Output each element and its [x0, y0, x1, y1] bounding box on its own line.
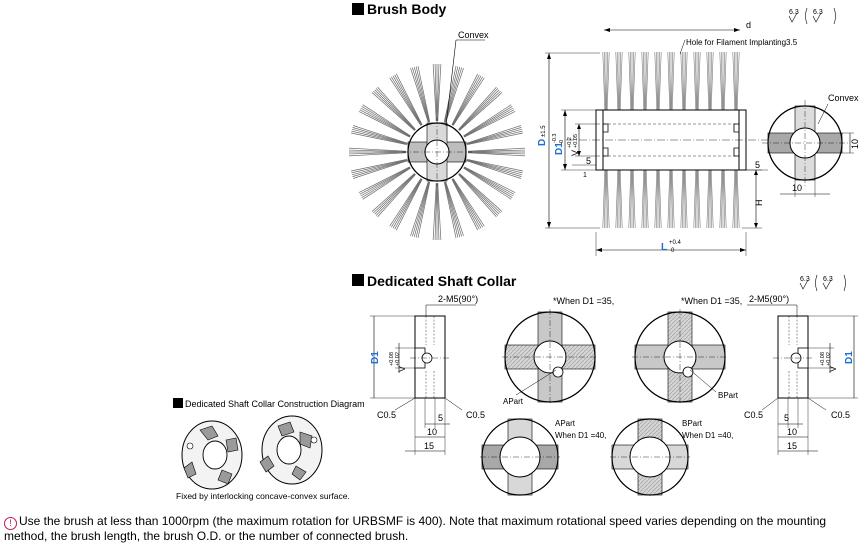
convex-label-right: Convex: [828, 93, 859, 103]
apart-label: APart: [503, 397, 524, 406]
collar-face-a-35: *When D1 =35, APart: [502, 296, 614, 406]
collar-surface-a: 6.3: [800, 276, 810, 283]
dim-V: V: [570, 150, 580, 156]
collar-dim-10-left: 10: [427, 427, 437, 437]
dim-1: 1: [583, 172, 587, 179]
collar-side-right: 2-M5(90°) 6.3 6.3 D1 V +0.08 +0.02 5 10 …: [744, 274, 858, 455]
section-bullet: [352, 3, 364, 15]
collar-face-a-40: APart When D1 =40,: [480, 418, 606, 496]
construction-heading: Dedicated Shaft Collar Construction Diag…: [185, 399, 365, 409]
dim-D: D: [537, 139, 548, 146]
bpart-label-40: BPart: [682, 419, 703, 428]
dim-10-side: 10: [850, 139, 860, 149]
chamfer-label: C0.5: [466, 410, 485, 420]
dim-10-bottom: 10: [792, 183, 802, 193]
surface-roughness-b: 6.3: [813, 9, 823, 16]
dim-5-left: 5: [586, 156, 591, 166]
section-bullet: [173, 398, 183, 408]
collar-face-b-35: *When D1 =35, BPart: [632, 296, 742, 405]
when-40-right: When D1 =40,: [682, 431, 733, 440]
collar-V-tol-bot: +0.02: [826, 352, 832, 366]
section-bullet: [352, 274, 364, 286]
chamfer-label: C0.5: [831, 410, 850, 420]
dim-V-tol-bot: +0.05: [573, 134, 579, 148]
collar-dim-10-right: 10: [787, 427, 797, 437]
when-35-right: *When D1 =35,: [681, 296, 742, 306]
collar-face-b-40: BPart When D1 =40,: [610, 418, 733, 496]
collar-D1-right: D1: [844, 351, 855, 364]
dim-D1-tol-top: -0.3: [552, 134, 558, 143]
collar-V-tol-top: +0.08: [389, 352, 395, 366]
construction-diagram: Fixed by interlocking concave-convex sur…: [176, 415, 350, 501]
dim-L-tol-top: +0.4: [669, 240, 682, 246]
when-40-left: When D1 =40,: [555, 431, 606, 440]
dim-d: d: [746, 20, 751, 30]
collar-dim-5-right: 5: [784, 413, 789, 423]
dim-D1-tol-bot: 0: [559, 140, 565, 143]
usage-note: !Use the brush at less than 1000rpm (the…: [4, 515, 866, 543]
dim-D1: D1: [554, 142, 565, 155]
thread-label-right: 2-M5(90°): [749, 294, 789, 304]
collar-surface-b: 6.3: [823, 276, 833, 283]
brush-body-heading: Brush Body: [367, 1, 447, 17]
collar-V-tol-bot: +0.02: [395, 352, 401, 366]
chamfer-label: C0.5: [377, 410, 396, 420]
hole-label: Hole for Filament Implanting3.5: [686, 38, 798, 47]
brush-front-view: Convex: [349, 30, 525, 240]
collar-dim-5-left: 5: [438, 413, 443, 423]
collar-V-right: V: [828, 366, 838, 372]
collar-dim-15-left: 15: [424, 441, 434, 451]
dim-L: L: [661, 242, 667, 253]
shaft-collar-heading: Dedicated Shaft Collar: [367, 273, 517, 289]
collar-V-left: V: [397, 366, 407, 372]
usage-note-text: Use the brush at less than 1000rpm (the …: [4, 514, 827, 543]
dim-V-tol-top: +0.2: [567, 137, 573, 148]
collar-side-left: 2-M5(90°) D1 V +0.08 +0.02 5 10 15 C0.5 …: [370, 294, 485, 455]
construction-caption: Fixed by interlocking concave-convex sur…: [176, 491, 350, 501]
brush-end-view: Convex 10 10: [762, 93, 860, 197]
collar-dim-15-right: 15: [787, 441, 797, 451]
collar-V-tol-top: +0.08: [820, 352, 826, 366]
dim-L-tol-bot: 0: [671, 248, 675, 254]
when-35-left: *When D1 =35,: [553, 296, 614, 306]
convex-label: Convex: [458, 30, 489, 40]
dim-H: H: [754, 200, 764, 207]
brush-side-view: D ±1.5 D1 -0.3 0 V +0.2 +0.05 5 1 5 H L …: [537, 7, 836, 256]
collar-D1-left: D1: [370, 351, 381, 364]
dim-5-right: 5: [755, 160, 760, 170]
apart-label-40: APart: [555, 419, 576, 428]
dim-D-tolerance: ±1.5: [541, 125, 547, 137]
bpart-label: BPart: [718, 391, 739, 400]
surface-roughness-a: 6.3: [789, 9, 799, 16]
thread-label-left: 2-M5(90°): [438, 294, 478, 304]
chamfer-label: C0.5: [744, 410, 763, 420]
